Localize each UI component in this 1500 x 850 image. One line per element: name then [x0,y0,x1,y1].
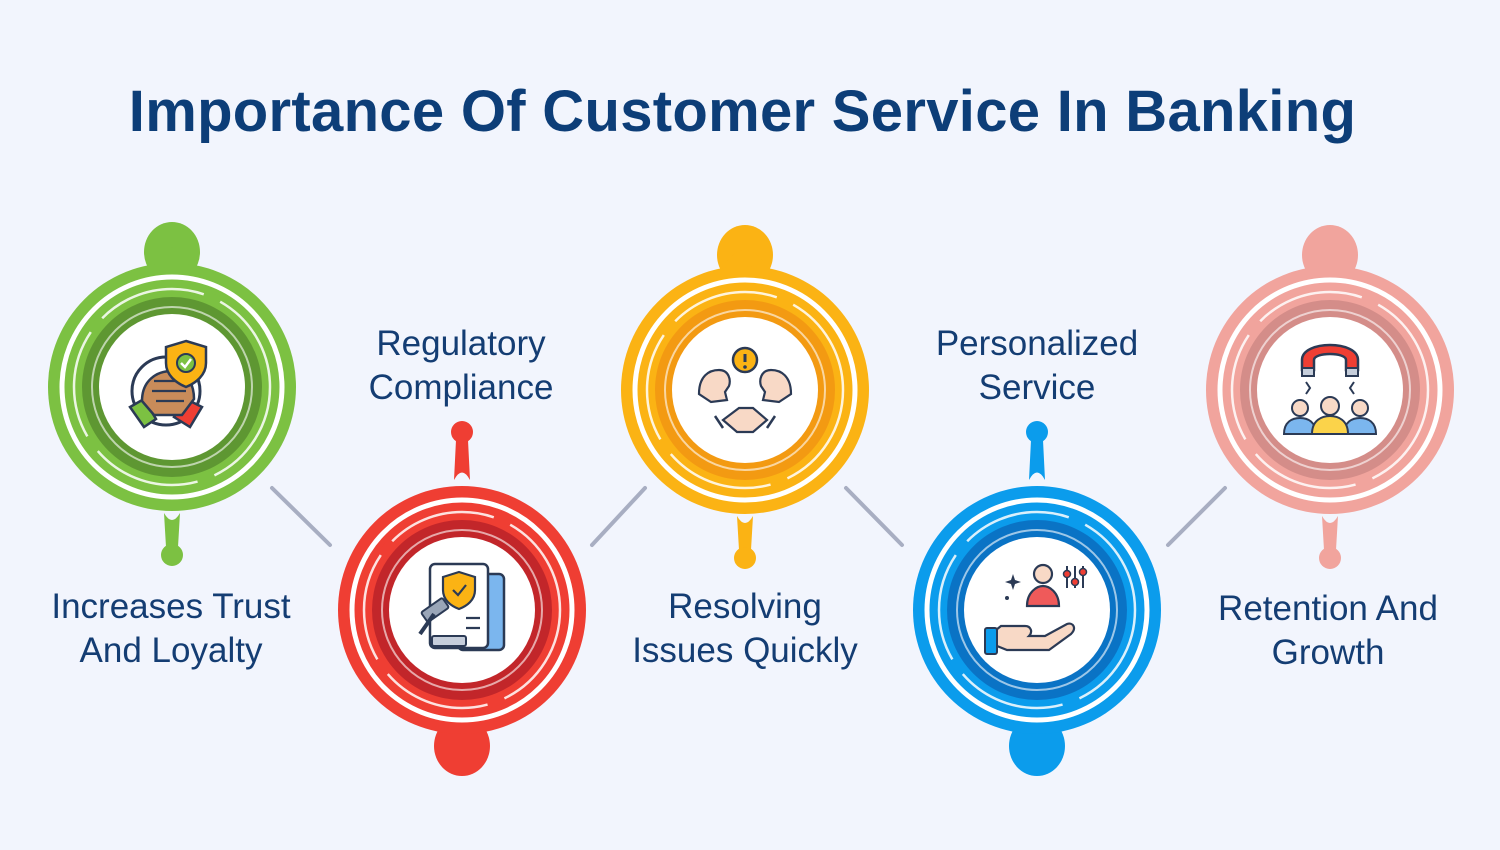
node-3 [621,225,869,569]
label-regulatory-compliance: Regulatory Compliance [368,324,554,407]
handshake-shield-icon [128,339,208,429]
node-icon-disc [1257,317,1403,463]
connector-line [1166,486,1227,547]
node-icon-disc [964,537,1110,683]
node-bulb-small [1319,547,1341,569]
node-bulb-small [161,544,183,566]
customer-magnet-icon [1282,343,1378,435]
connector-line [590,486,647,547]
label-personalized-service: Personalized Service [935,324,1139,407]
connector-line [270,486,332,547]
page-title: Importance Of Customer Service In Bankin… [128,79,1357,144]
issue-resolution-icon [697,346,793,434]
label-trust-loyalty: Increases Trust And Loyalty [51,587,291,670]
diagram-nodes [48,222,1454,776]
label-resolving-issues: Resolving Issues Quickly [632,587,858,670]
compliance-gavel-icon [418,562,506,652]
connector-line [844,486,904,547]
node-bulb-small [1026,421,1048,443]
node-icon-disc [672,317,818,463]
label-retention-growth: Retention And Growth [1218,589,1438,672]
node-bulb-small [734,547,756,569]
connector-lines [270,486,1227,547]
personalized-service-icon [984,563,1088,655]
node-bulb-small [451,421,473,443]
